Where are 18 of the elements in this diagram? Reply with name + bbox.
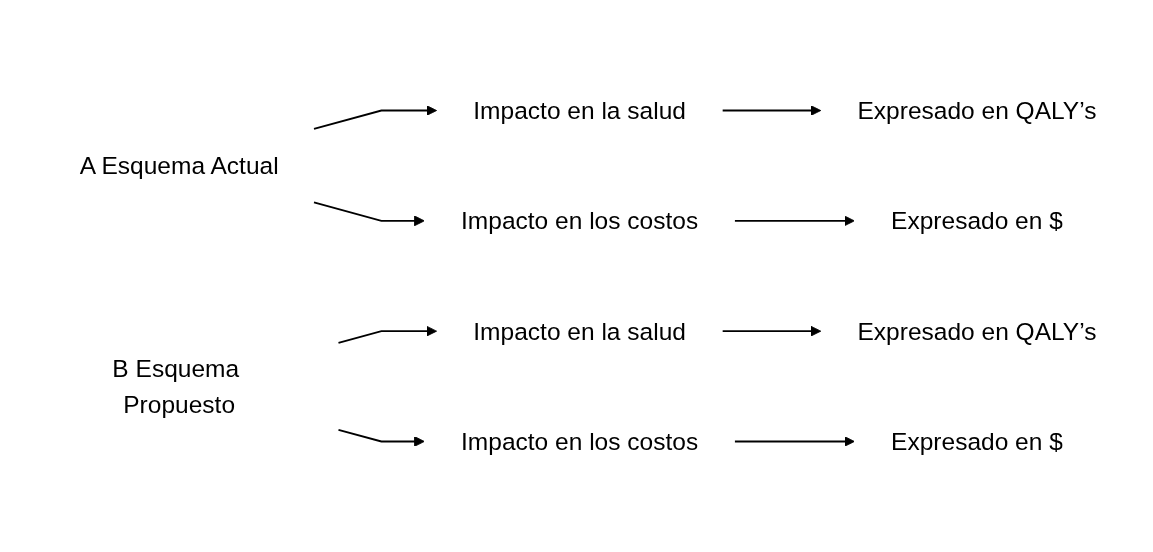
node-text: B Esquema Propuesto bbox=[112, 354, 240, 419]
node-text: Impacto en la salud bbox=[473, 317, 686, 345]
node-text: A Esquema Actual bbox=[79, 152, 279, 180]
node-text: Expresado en QALY’s bbox=[857, 317, 1097, 345]
arrow bbox=[337, 428, 425, 447]
node-text: Expresado en QALY’s bbox=[857, 97, 1097, 125]
node-text: Impacto en los costos bbox=[461, 207, 699, 235]
arrow bbox=[734, 436, 855, 447]
arrow bbox=[721, 105, 822, 116]
node-text: Expresado en $ bbox=[891, 207, 1063, 235]
node-text: Impacto en la salud bbox=[473, 97, 686, 125]
arrow bbox=[337, 325, 438, 344]
arrow bbox=[734, 215, 855, 227]
arrow bbox=[313, 105, 438, 130]
node-text: Expresado en $ bbox=[891, 427, 1063, 455]
node-text: Impacto en los costos bbox=[461, 427, 699, 455]
arrow bbox=[313, 201, 425, 227]
arrow bbox=[721, 325, 822, 337]
